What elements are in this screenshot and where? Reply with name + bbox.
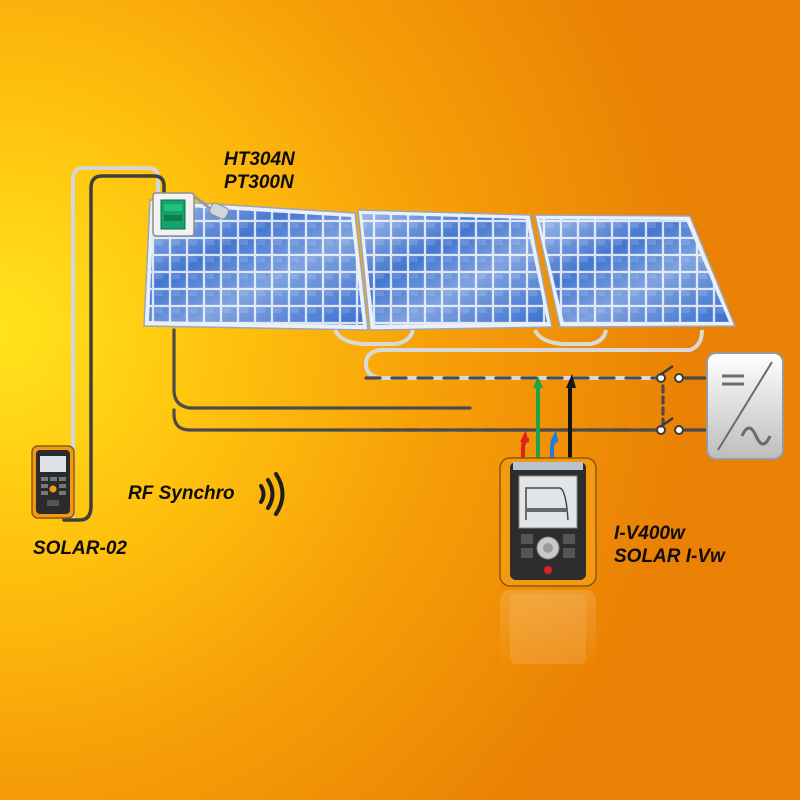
sensor-model-label-2: PT300N (224, 172, 294, 193)
dc-symbol-icon (722, 374, 744, 386)
sensor-model-label-1: HT304N (224, 149, 295, 170)
solar02-device (31, 445, 75, 519)
string-wiring (172, 328, 710, 432)
iv400w-device (499, 457, 597, 587)
solar-panel-2 (357, 209, 553, 331)
solar-panel-3 (534, 214, 737, 328)
tester-model-label-2: SOLAR I-Vw (614, 546, 725, 567)
remote-unit-label: SOLAR-02 (33, 538, 127, 559)
ac-sine-symbol-icon (740, 426, 772, 446)
sensor-cable (62, 166, 166, 522)
rf-link-label: RF Synchro (128, 483, 235, 504)
inverter (706, 352, 784, 460)
tester-model-label-1: I-V400w (614, 523, 685, 544)
panel-interconnect-cables (333, 329, 704, 352)
test-probes (520, 374, 576, 470)
solar-panel-1 (143, 199, 369, 331)
wireless-signal-icon (259, 472, 285, 516)
disconnect-switches (656, 364, 684, 435)
irradiance-sensor (152, 192, 229, 237)
iv400w-reflection (500, 590, 596, 670)
